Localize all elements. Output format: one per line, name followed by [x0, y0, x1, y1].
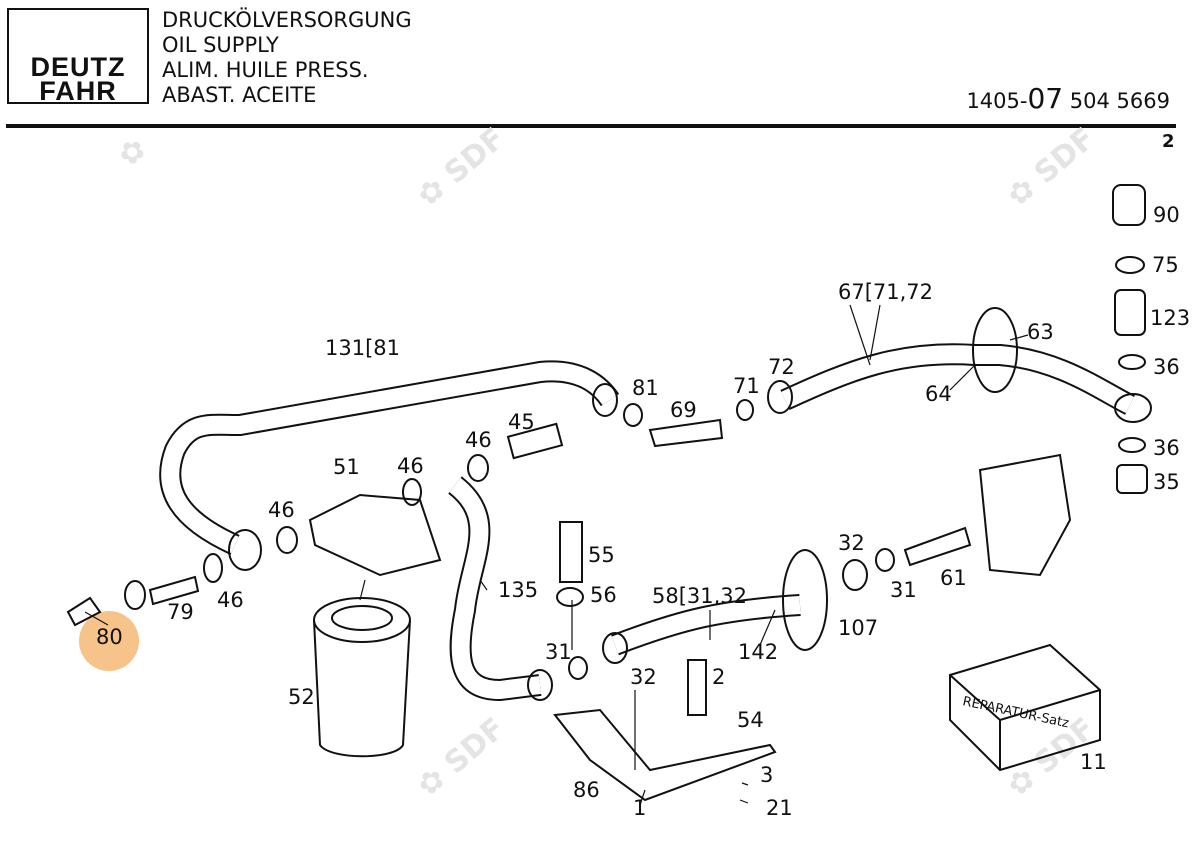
part-callout-79[interactable]: 79	[167, 600, 194, 624]
part-callout-3[interactable]: 3	[760, 763, 774, 787]
part-callout-131-81[interactable]: 131[81	[325, 336, 400, 360]
header-rule	[6, 124, 1176, 128]
diagram-titles: DRUCKÖLVERSORGUNG OIL SUPPLY ALIM. HUILE…	[162, 8, 412, 108]
kit-label: REPARATUR-Satz	[961, 694, 1070, 731]
doc-prefix: 1405-	[966, 89, 1028, 113]
clamp-107	[782, 549, 828, 651]
bracket-86	[553, 708, 777, 802]
oil-filter-52	[313, 597, 411, 758]
part-callout-75[interactable]: 75	[1152, 253, 1179, 277]
part-callout-31[interactable]: 31	[890, 578, 917, 602]
part-callout-32[interactable]: 32	[838, 531, 865, 555]
part-callout-69[interactable]: 69	[670, 398, 697, 422]
part-callout-21[interactable]: 21	[766, 796, 793, 820]
document-number: 1405-07 504 5669	[966, 82, 1170, 115]
brand-logo: DEUTZ FAHR	[7, 8, 149, 106]
fittings	[66, 184, 1152, 716]
part-callout-52[interactable]: 52	[288, 685, 315, 709]
part-callout-2[interactable]: 2	[712, 665, 726, 689]
part-callout-58-31-32[interactable]: 58[31,32	[652, 584, 748, 608]
doc-group: 07	[1027, 82, 1064, 115]
part-callout-107[interactable]: 107	[838, 616, 879, 640]
part-callout-67-71-72[interactable]: 67[71,72	[838, 280, 934, 304]
part-callout-46[interactable]: 46	[268, 498, 295, 522]
part-callout-90[interactable]: 90	[1153, 203, 1180, 227]
repair-kit-11	[949, 643, 1101, 772]
clamp-63	[972, 307, 1018, 393]
part-callout-81[interactable]: 81	[632, 376, 659, 400]
part-callout-51[interactable]: 51	[333, 455, 360, 479]
part-callout-56[interactable]: 56	[590, 583, 617, 607]
part-callout-36[interactable]: 36	[1153, 436, 1180, 460]
part-callout-46[interactable]: 46	[465, 428, 492, 452]
part-callout-72[interactable]: 72	[768, 355, 795, 379]
logo-line-2: FAHR	[39, 76, 117, 106]
part-callout-135[interactable]: 135	[498, 578, 539, 602]
part-callout-64[interactable]: 64	[925, 382, 952, 406]
part-callout-54[interactable]: 54	[737, 708, 764, 732]
title-de: DRUCKÖLVERSORGUNG	[162, 8, 412, 32]
part-callout-61[interactable]: 61	[940, 566, 967, 590]
leader-lines	[84, 304, 1029, 806]
title-en: OIL SUPPLY	[162, 33, 279, 57]
page-number: 2	[1162, 131, 1175, 152]
part-callout-123[interactable]: 123	[1150, 306, 1191, 330]
part-callout-55[interactable]: 55	[588, 543, 615, 567]
part-callout-80[interactable]: 80	[96, 625, 123, 649]
part-callout-45[interactable]: 45	[508, 410, 535, 434]
logo-line-1: DEUTZ	[30, 52, 126, 82]
part-callout-35[interactable]: 35	[1153, 470, 1180, 494]
title-es: ABAST. ACEITE	[162, 83, 317, 107]
part-callout-11[interactable]: 11	[1080, 750, 1107, 774]
bracket-51	[308, 493, 442, 577]
part-callout-36[interactable]: 36	[1153, 355, 1180, 379]
part-callout-71[interactable]: 71	[733, 374, 760, 398]
doc-number: 504 5669	[1069, 89, 1170, 113]
title-fr: ALIM. HUILE PRESS.	[162, 58, 369, 82]
part-callout-63[interactable]: 63	[1027, 320, 1054, 344]
part-callout-32[interactable]: 32	[630, 665, 657, 689]
part-callout-1[interactable]: 1	[633, 796, 647, 820]
part-callout-46[interactable]: 46	[217, 588, 244, 612]
part-callout-142[interactable]: 142	[738, 640, 779, 664]
highlight-marker	[79, 611, 139, 671]
part-callout-86[interactable]: 86	[573, 778, 600, 802]
part-callout-31[interactable]: 31	[545, 640, 572, 664]
part-callout-46[interactable]: 46	[397, 454, 424, 478]
